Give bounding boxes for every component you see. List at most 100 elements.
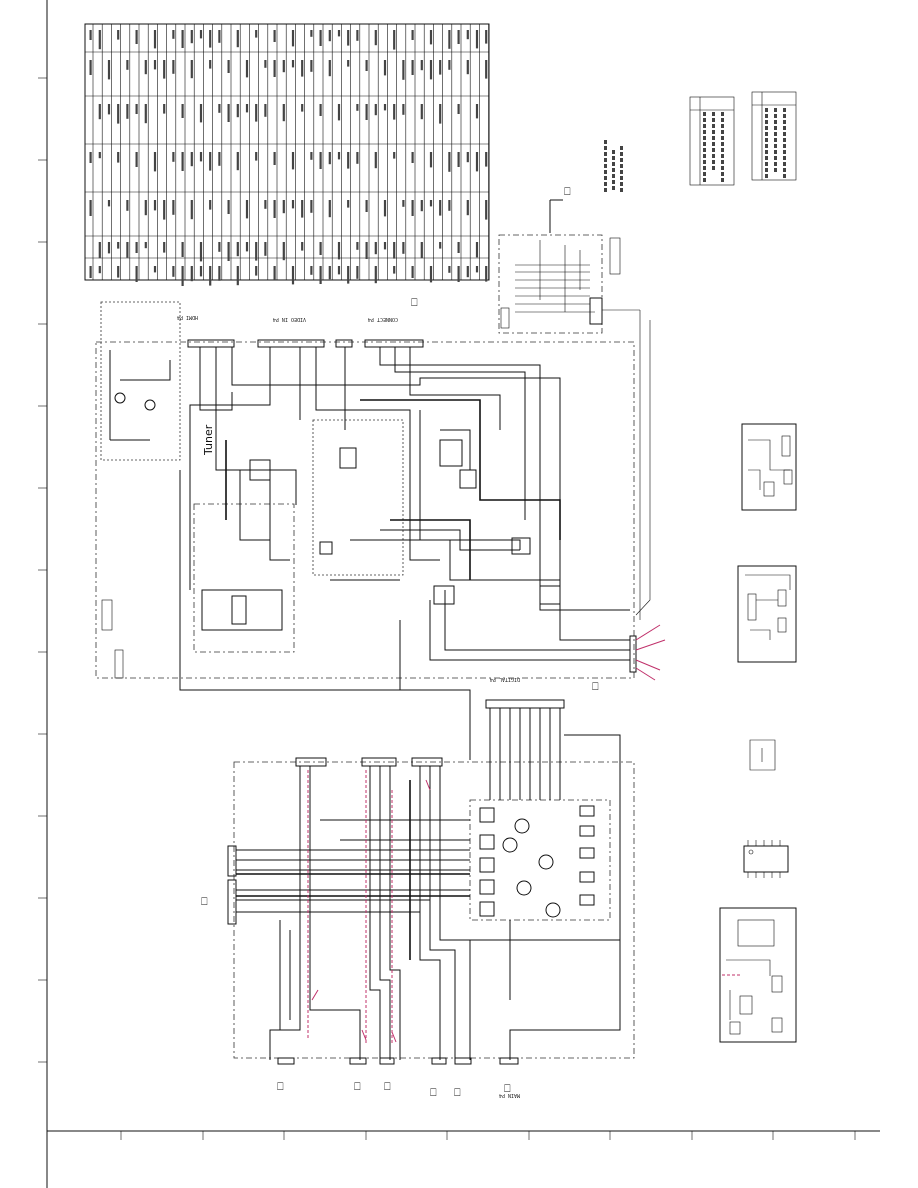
legend-text-mark — [612, 180, 615, 184]
table-cell-text — [365, 60, 368, 71]
table-cell-text — [199, 30, 203, 39]
table-cell-text — [89, 30, 92, 40]
table-cell-text — [337, 104, 341, 121]
table-cell-text — [356, 242, 359, 250]
table-cell-text — [273, 152, 276, 165]
legend-text-mark — [783, 162, 786, 166]
table-cell-text — [393, 152, 396, 159]
table-cell-text — [89, 152, 92, 163]
table-cell-text — [199, 242, 203, 262]
table-cell-text — [255, 30, 258, 38]
legend-text-mark — [721, 130, 724, 134]
table-cell-text — [163, 104, 166, 114]
table-cell-text — [135, 266, 138, 282]
table-cell-text — [126, 60, 129, 70]
legend-text-mark — [604, 140, 607, 144]
table-cell-text — [126, 242, 129, 258]
legend-text-mark — [703, 178, 706, 182]
table-cell-text — [236, 152, 239, 171]
table-cell-text — [439, 200, 442, 216]
table-cell-text — [181, 242, 184, 257]
table-cell-text — [190, 152, 193, 167]
table-cell-text — [439, 60, 442, 75]
table-cell-text — [485, 152, 488, 167]
legend-text-mark — [604, 176, 607, 180]
table-cell-text — [439, 104, 442, 124]
legend-text-mark — [620, 170, 623, 174]
table-cell-text — [328, 30, 331, 42]
main-block-label: MAIN P4 — [499, 1092, 520, 1098]
legend-text-mark — [774, 162, 777, 166]
table-cell-text — [209, 200, 212, 210]
table-cell-text — [153, 30, 157, 49]
legend-text-mark — [712, 130, 715, 134]
table-cell-text — [144, 242, 147, 249]
table-cell-text — [98, 266, 101, 274]
legend-text-mark — [783, 156, 786, 160]
table-cell-text — [319, 104, 322, 116]
reference-drawings — [719, 423, 797, 1043]
table-cell-text — [199, 104, 203, 123]
legend-text-mark — [721, 160, 724, 164]
table-cell-text — [98, 104, 101, 120]
legend-text-mark — [712, 160, 715, 164]
table-cell-text — [236, 104, 239, 118]
legend-text-mark — [712, 112, 715, 116]
table-cell-text — [264, 242, 267, 256]
table-cell-text — [190, 60, 193, 79]
legend-text-mark — [703, 112, 706, 116]
legend-text-mark — [712, 154, 715, 158]
table-cell-text — [411, 152, 414, 163]
legend-text-mark — [721, 154, 724, 158]
legend-text-mark — [612, 162, 615, 166]
table-cell-text — [466, 152, 469, 163]
legend-text-mark — [612, 186, 615, 190]
table-cell-text — [282, 200, 285, 214]
legend-text-mark — [712, 136, 715, 140]
table-cell-text — [218, 266, 221, 281]
table-cell-text — [89, 266, 92, 278]
table-cell-text — [227, 242, 230, 261]
table-cell-text — [383, 242, 387, 250]
table-cell-text — [411, 266, 414, 278]
legend-text-mark — [721, 178, 724, 182]
legend-text-mark — [765, 120, 768, 124]
marker-b4: ⎕ — [430, 1086, 437, 1099]
table-cell-text — [301, 200, 304, 218]
table-cell-text — [144, 60, 147, 75]
table-cell-text — [282, 104, 285, 122]
legend-text-mark — [620, 158, 623, 162]
table-cell-text — [383, 60, 387, 76]
table-cell-text — [291, 266, 295, 285]
table-cell-text — [457, 152, 460, 167]
table-cell-text — [218, 242, 221, 252]
table-cell-text — [291, 152, 295, 170]
table-cell-text — [310, 266, 313, 275]
legend-text-mark — [774, 132, 777, 136]
table-cell-text — [181, 30, 184, 48]
table-cell-text — [383, 104, 387, 111]
legend-text-mark — [774, 138, 777, 142]
table-cell-text — [328, 200, 331, 218]
table-cell-text — [429, 152, 433, 168]
table-cell-text — [457, 242, 460, 253]
table-cell-text — [411, 200, 414, 216]
legend-text-mark — [703, 154, 706, 158]
table-cell-text — [199, 266, 203, 277]
table-cell-text — [236, 266, 239, 286]
table-cell-text — [282, 242, 285, 261]
legend-text-mark — [783, 132, 786, 136]
legend-text-mark — [765, 138, 768, 142]
table-cell-text — [89, 60, 92, 75]
table-cell-text — [255, 104, 258, 122]
table-cell-text — [135, 30, 138, 44]
legend-text-mark — [703, 118, 706, 122]
table-cell-text — [273, 266, 276, 280]
table-cell-text — [264, 60, 267, 68]
table-cell-text — [310, 30, 313, 37]
table-cell-text — [466, 60, 469, 75]
table-cell-text — [153, 60, 157, 70]
side-markers: ⎕ ⎕ ⎕ ⎕ ⎕ ⎕ ⎕ ⎕ ⎕ ⎕ — [201, 185, 599, 1099]
legend-text-mark — [783, 114, 786, 118]
table-cell-text — [209, 30, 212, 48]
